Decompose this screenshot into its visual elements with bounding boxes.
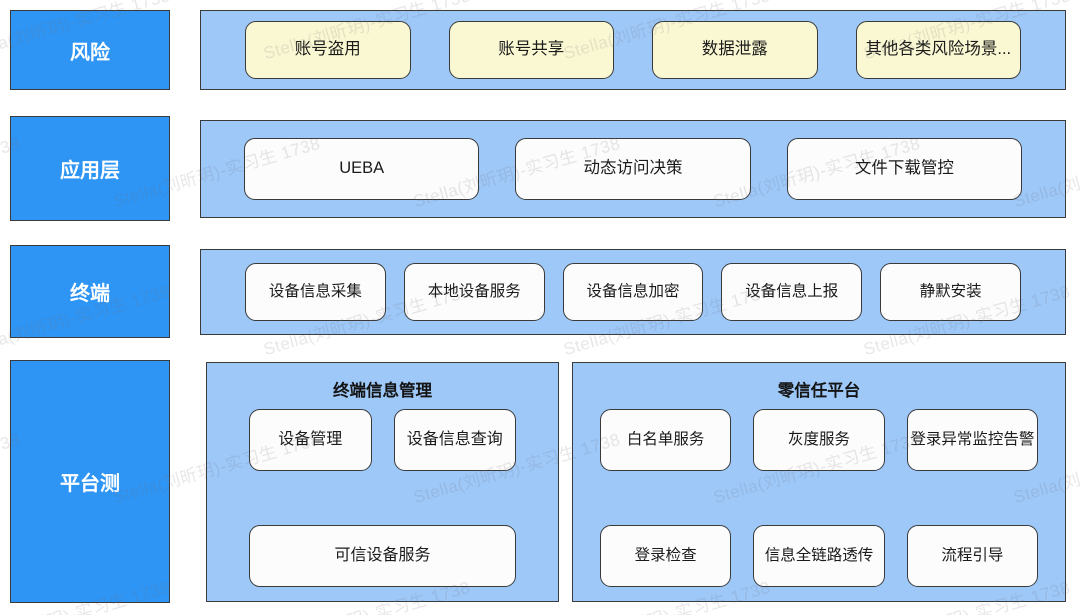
application-card-file-download-control[interactable]: 文件下载管控 — [786, 138, 1022, 200]
terminal-card-local-device-service[interactable]: 本地设备服务 — [403, 263, 545, 321]
platform-card-full-link-info-passthrough-label: 信息全链路透传 — [764, 546, 874, 564]
layer-label-platform[interactable]: 平台测 — [10, 360, 170, 603]
platform-panel-a-row-2: 可信设备服务 — [249, 525, 516, 587]
platform-card-login-check[interactable]: 登录检查 — [600, 525, 732, 587]
risk-card-account-sharing[interactable]: 账号共享 — [448, 21, 614, 79]
platform-panel-b-row-1: 白名单服务 灰度服务 登录异常监控告警 — [600, 409, 1038, 471]
terminal-card-silent-install-label: 静默安装 — [919, 282, 982, 300]
platform-panel-terminal-info-management-grid: 设备管理 设备信息查询 可信设备服务 — [207, 409, 558, 587]
layer-label-application-text: 应用层 — [60, 160, 120, 182]
layer-band-risk: 账号盗用 账号共享 数据泄露 其他各类风险场景... — [200, 10, 1066, 90]
platform-card-process-guidance[interactable]: 流程引导 — [906, 525, 1038, 587]
application-card-list: UEBA 动态访问决策 文件下载管控 — [201, 138, 1065, 200]
platform-panel-zero-trust-platform-title: 零信任平台 — [777, 382, 861, 400]
terminal-card-device-info-report[interactable]: 设备信息上报 — [721, 263, 863, 321]
platform-panel-a-row-1: 设备管理 设备信息查询 — [249, 409, 516, 471]
platform-panel-terminal-info-management-title: 终端信息管理 — [333, 382, 432, 400]
application-card-ueba-label: UEBA — [339, 159, 385, 178]
risk-card-account-sharing-label: 账号共享 — [498, 40, 565, 59]
platform-card-whitelist-service[interactable]: 白名单服务 — [600, 409, 732, 471]
application-card-ueba[interactable]: UEBA — [244, 138, 480, 200]
risk-card-data-leak-label: 数据泄露 — [701, 40, 768, 59]
application-card-file-download-control-label: 文件下载管控 — [854, 159, 954, 178]
platform-card-device-info-query-label: 设备信息查询 — [406, 431, 503, 449]
risk-card-other-scenarios[interactable]: 其他各类风险场景... — [855, 21, 1021, 79]
terminal-card-device-info-encryption[interactable]: 设备信息加密 — [562, 263, 704, 321]
platform-panel-zero-trust-platform-grid: 白名单服务 灰度服务 登录异常监控告警 登录检查 信息全链路透传 流程引导 — [573, 409, 1065, 587]
platform-card-grayscale-service[interactable]: 灰度服务 — [753, 409, 885, 471]
terminal-card-local-device-service-label: 本地设备服务 — [427, 282, 521, 300]
layer-label-risk-text: 风险 — [70, 41, 110, 64]
risk-card-other-scenarios-label: 其他各类风险场景... — [865, 40, 1012, 59]
platform-card-device-management[interactable]: 设备管理 — [249, 409, 372, 471]
platform-card-grayscale-service-label: 灰度服务 — [787, 430, 850, 448]
layer-label-risk[interactable]: 风险 — [10, 10, 170, 90]
layer-band-application: UEBA 动态访问决策 文件下载管控 — [200, 120, 1066, 218]
risk-card-account-theft-label: 账号盗用 — [294, 40, 361, 59]
risk-card-account-theft[interactable]: 账号盗用 — [245, 21, 411, 79]
platform-card-login-check-label: 登录检查 — [634, 546, 697, 564]
terminal-card-device-info-collection-label: 设备信息采集 — [268, 282, 362, 300]
platform-card-trusted-device-service-label: 可信设备服务 — [334, 547, 431, 565]
application-card-dynamic-access-decision-label: 动态访问决策 — [583, 159, 683, 178]
application-card-dynamic-access-decision[interactable]: 动态访问决策 — [515, 138, 751, 200]
platform-card-device-info-query[interactable]: 设备信息查询 — [393, 409, 516, 471]
platform-card-process-guidance-label: 流程引导 — [941, 546, 1004, 564]
platform-card-login-anomaly-alert[interactable]: 登录异常监控告警 — [906, 409, 1038, 471]
layer-label-application[interactable]: 应用层 — [10, 116, 170, 221]
platform-panel-terminal-info-management: 终端信息管理 设备管理 设备信息查询 可信设备服务 — [206, 362, 559, 602]
platform-panel-b-row-2: 登录检查 信息全链路透传 流程引导 — [600, 525, 1038, 587]
platform-card-login-anomaly-alert-label: 登录异常监控告警 — [910, 430, 1035, 448]
platform-card-device-management-label: 设备管理 — [278, 431, 343, 449]
platform-card-trusted-device-service[interactable]: 可信设备服务 — [249, 525, 516, 587]
layer-label-terminal[interactable]: 终端 — [10, 245, 170, 338]
terminal-card-device-info-collection[interactable]: 设备信息采集 — [245, 263, 386, 321]
terminal-card-device-info-encryption-label: 设备信息加密 — [586, 282, 680, 300]
risk-card-data-leak[interactable]: 数据泄露 — [652, 21, 818, 79]
platform-card-full-link-info-passthrough[interactable]: 信息全链路透传 — [753, 525, 885, 587]
risk-card-list: 账号盗用 账号共享 数据泄露 其他各类风险场景... — [201, 21, 1065, 79]
layer-label-platform-text: 平台测 — [60, 473, 120, 495]
platform-card-whitelist-service-label: 白名单服务 — [626, 430, 705, 448]
terminal-card-list: 设备信息采集 本地设备服务 设备信息加密 设备信息上报 静默安装 — [201, 263, 1065, 321]
terminal-card-device-info-report-label: 设备信息上报 — [745, 282, 839, 300]
terminal-card-silent-install[interactable]: 静默安装 — [880, 263, 1021, 321]
layer-band-terminal: 设备信息采集 本地设备服务 设备信息加密 设备信息上报 静默安装 — [200, 249, 1066, 335]
platform-panel-zero-trust-platform: 零信任平台 白名单服务 灰度服务 登录异常监控告警 登录检查 信息全链路透传 — [572, 362, 1066, 602]
layer-label-terminal-text: 终端 — [70, 283, 110, 305]
